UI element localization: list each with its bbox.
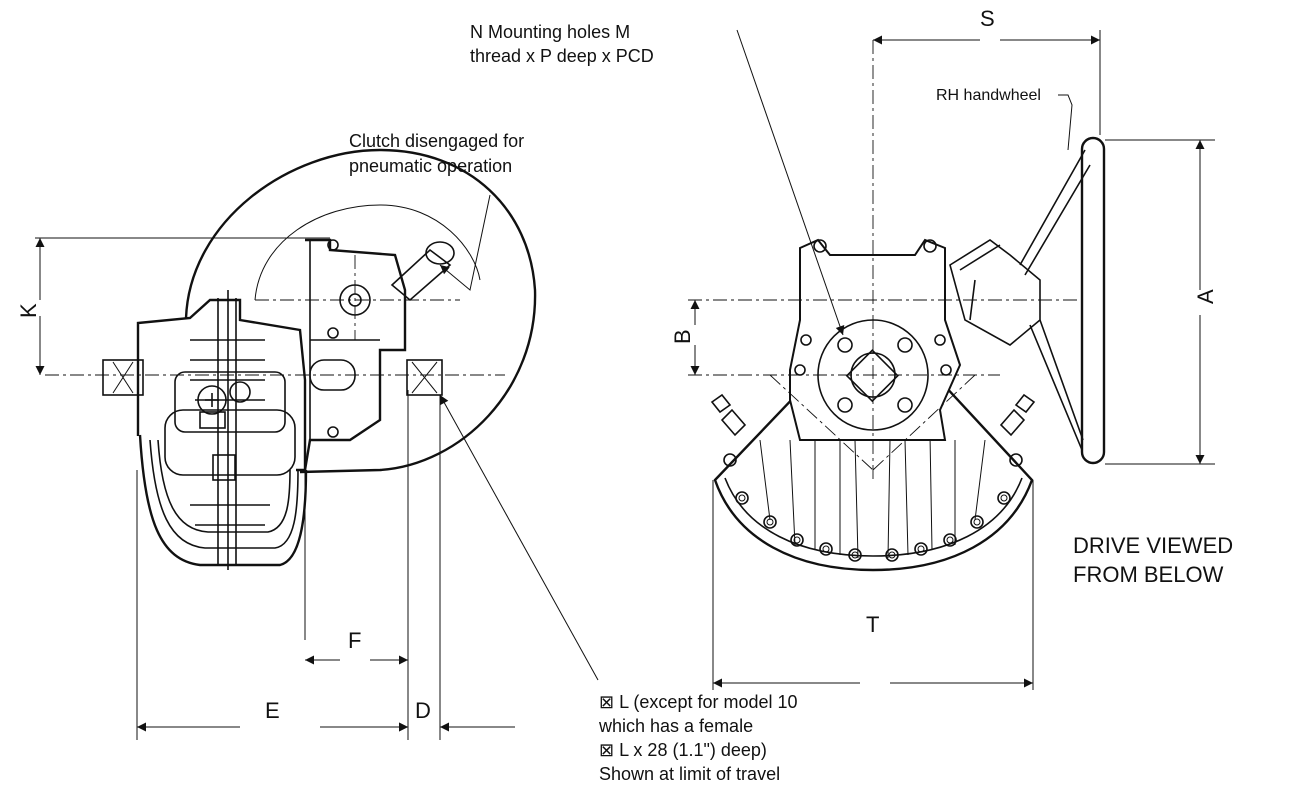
- shaft-note-line1: ⊠ L (except for model 10: [599, 692, 798, 712]
- dim-e: E: [265, 698, 280, 723]
- left-dimensions: [35, 238, 515, 732]
- square-drive: [845, 349, 899, 403]
- clutch-label-line1: Clutch disengaged for: [349, 131, 524, 151]
- right-dimensions: [690, 35, 1205, 688]
- clutch-housing: [303, 238, 407, 471]
- dim-b: B: [670, 329, 695, 344]
- sector-bolts: [723, 453, 1023, 562]
- dim-d: D: [415, 698, 431, 723]
- dim-a: A: [1193, 289, 1218, 304]
- dim-k: K: [16, 303, 41, 318]
- clutch-label-line2: pneumatic operation: [349, 156, 512, 176]
- left-shaft-stub: [102, 359, 144, 396]
- gearbox-body: [789, 238, 962, 441]
- sector-body: [713, 368, 1034, 572]
- mounting-holes-label-line2: thread x P deep x PCD: [470, 46, 654, 66]
- dim-f: F: [348, 628, 361, 653]
- gearbox-housing: [136, 298, 307, 472]
- shaft-note-line3: ⊠ L x 28 (1.1") deep): [599, 740, 767, 760]
- shaft-note-line4: Shown at limit of travel: [599, 764, 780, 784]
- right-shaft-stub: [406, 359, 443, 396]
- handwheel-rim: [1080, 136, 1106, 465]
- mounting-holes-label-line1: N Mounting holes M: [470, 22, 630, 42]
- view-label-line1: DRIVE VIEWED: [1073, 533, 1233, 558]
- shaft-note-line2: which has a female: [598, 716, 753, 736]
- bottom-view: [688, 29, 1215, 690]
- clutch-lever-arc: [184, 148, 537, 474]
- handwheel-label: RH handwheel: [936, 87, 1041, 104]
- dim-s: S: [980, 6, 995, 31]
- view-label-line2: FROM BELOW: [1073, 562, 1224, 587]
- side-view: [35, 148, 599, 740]
- dim-t: T: [866, 612, 879, 637]
